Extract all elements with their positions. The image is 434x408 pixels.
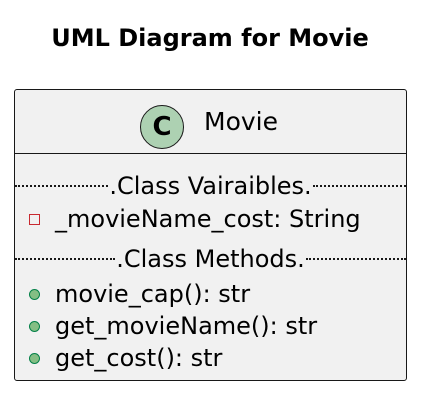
class-header: C Movie <box>15 90 406 154</box>
method-item: get_movieName(): str <box>29 311 317 341</box>
method-text: get_cost(): str <box>55 344 223 372</box>
separator-line <box>15 185 109 187</box>
public-visibility-icon <box>29 288 40 300</box>
public-visibility-icon <box>29 352 40 364</box>
separator-line <box>305 258 407 260</box>
method-item: movie_cap(): str <box>29 279 250 309</box>
private-visibility-icon <box>29 213 40 225</box>
method-text: get_movieName(): str <box>55 312 318 340</box>
methods-separator: .Class Methods. <box>15 244 407 274</box>
diagram-title: UML Diagram for Movie <box>51 24 369 52</box>
class-box[interactable]: C Movie .Class Vairaibles. _movieName_co… <box>14 89 407 381</box>
attribute-item: _movieName_cost: String <box>29 204 361 234</box>
class-stereotype-letter: C <box>152 112 172 142</box>
method-text: movie_cap(): str <box>55 280 251 308</box>
attribute-text: _movieName_cost: String <box>55 205 361 233</box>
separator-line <box>15 258 116 260</box>
separator-line <box>312 185 406 187</box>
attributes-section-label: .Class Vairaibles. <box>109 172 312 200</box>
methods-section-label: .Class Methods. <box>116 245 305 273</box>
public-visibility-icon <box>29 320 40 332</box>
method-item: get_cost(): str <box>29 343 222 373</box>
attributes-separator: .Class Vairaibles. <box>15 171 406 201</box>
class-name: Movie <box>204 107 278 136</box>
class-stereotype-icon: C <box>140 105 184 149</box>
